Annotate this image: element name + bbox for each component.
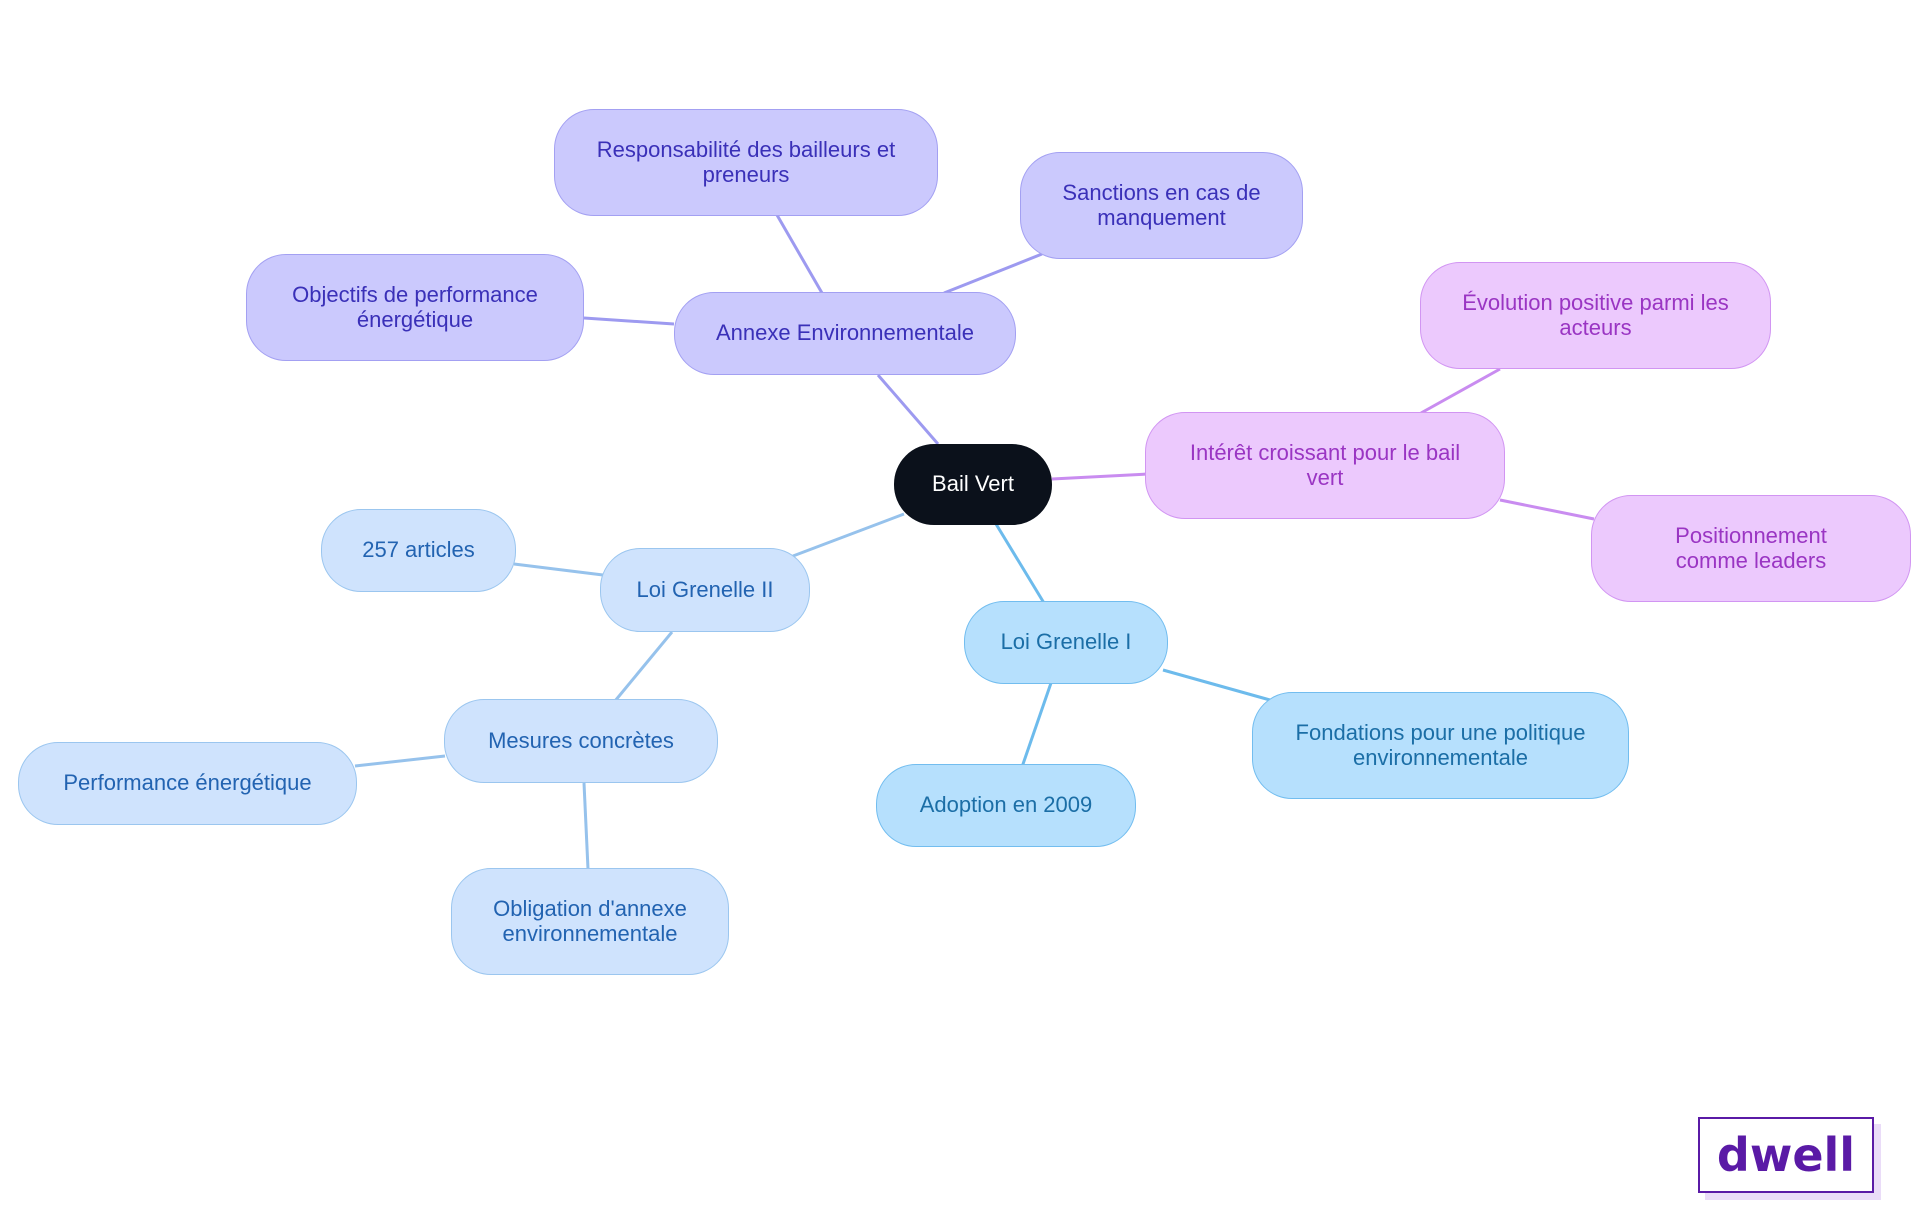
link-grenelle2-articles [513,562,604,577]
link-grenelle2-mesures [613,631,674,702]
link-mesures-performance [354,754,446,768]
link-grenelle1-adoption [1020,682,1053,768]
link-mesures-obligation [582,782,590,870]
node-interet-croissant[interactable]: Intérêt croissant pour le bail vert [1145,412,1505,519]
node-257-articles[interactable]: 257 articles [321,509,516,592]
link-annexe-sanctions [943,252,1043,295]
node-adoption-2009[interactable]: Adoption en 2009 [876,764,1136,847]
node-mesures-concretes[interactable]: Mesures concrètes [444,699,718,783]
link-grenelle1-fondations [1162,668,1271,702]
link-center-grenelle1 [994,523,1046,604]
node-sanctions[interactable]: Sanctions en cas de manquement [1020,152,1303,259]
node-loi-grenelle-1[interactable]: Loi Grenelle I [964,601,1168,684]
link-annexe-objectifs [583,316,675,326]
node-positionnement[interactable]: Positionnement comme leaders [1591,495,1911,602]
link-center-grenelle2 [792,512,905,558]
dwell-logo: dwell [1698,1117,1874,1193]
node-obligation-annexe[interactable]: Obligation d'annexe environnementale [451,868,729,975]
node-annexe-environnementale[interactable]: Annexe Environnementale [674,292,1016,375]
node-loi-grenelle-2[interactable]: Loi Grenelle II [600,548,810,632]
link-center-annexe [876,374,940,445]
node-fondations[interactable]: Fondations pour une politique environnem… [1252,692,1629,799]
link-interet-evolution [1420,367,1501,415]
link-annexe-responsabilite [775,214,824,294]
central-node[interactable]: Bail Vert [894,444,1052,525]
link-interet-positionnement [1499,498,1595,521]
node-performance-energetique[interactable]: Performance énergétique [18,742,357,825]
node-objectifs[interactable]: Objectifs de performance énergétique [246,254,584,361]
link-center-interet [1051,472,1149,481]
node-responsabilite[interactable]: Responsabilité des bailleurs et preneurs [554,109,938,216]
node-evolution-positive[interactable]: Évolution positive parmi les acteurs [1420,262,1771,369]
